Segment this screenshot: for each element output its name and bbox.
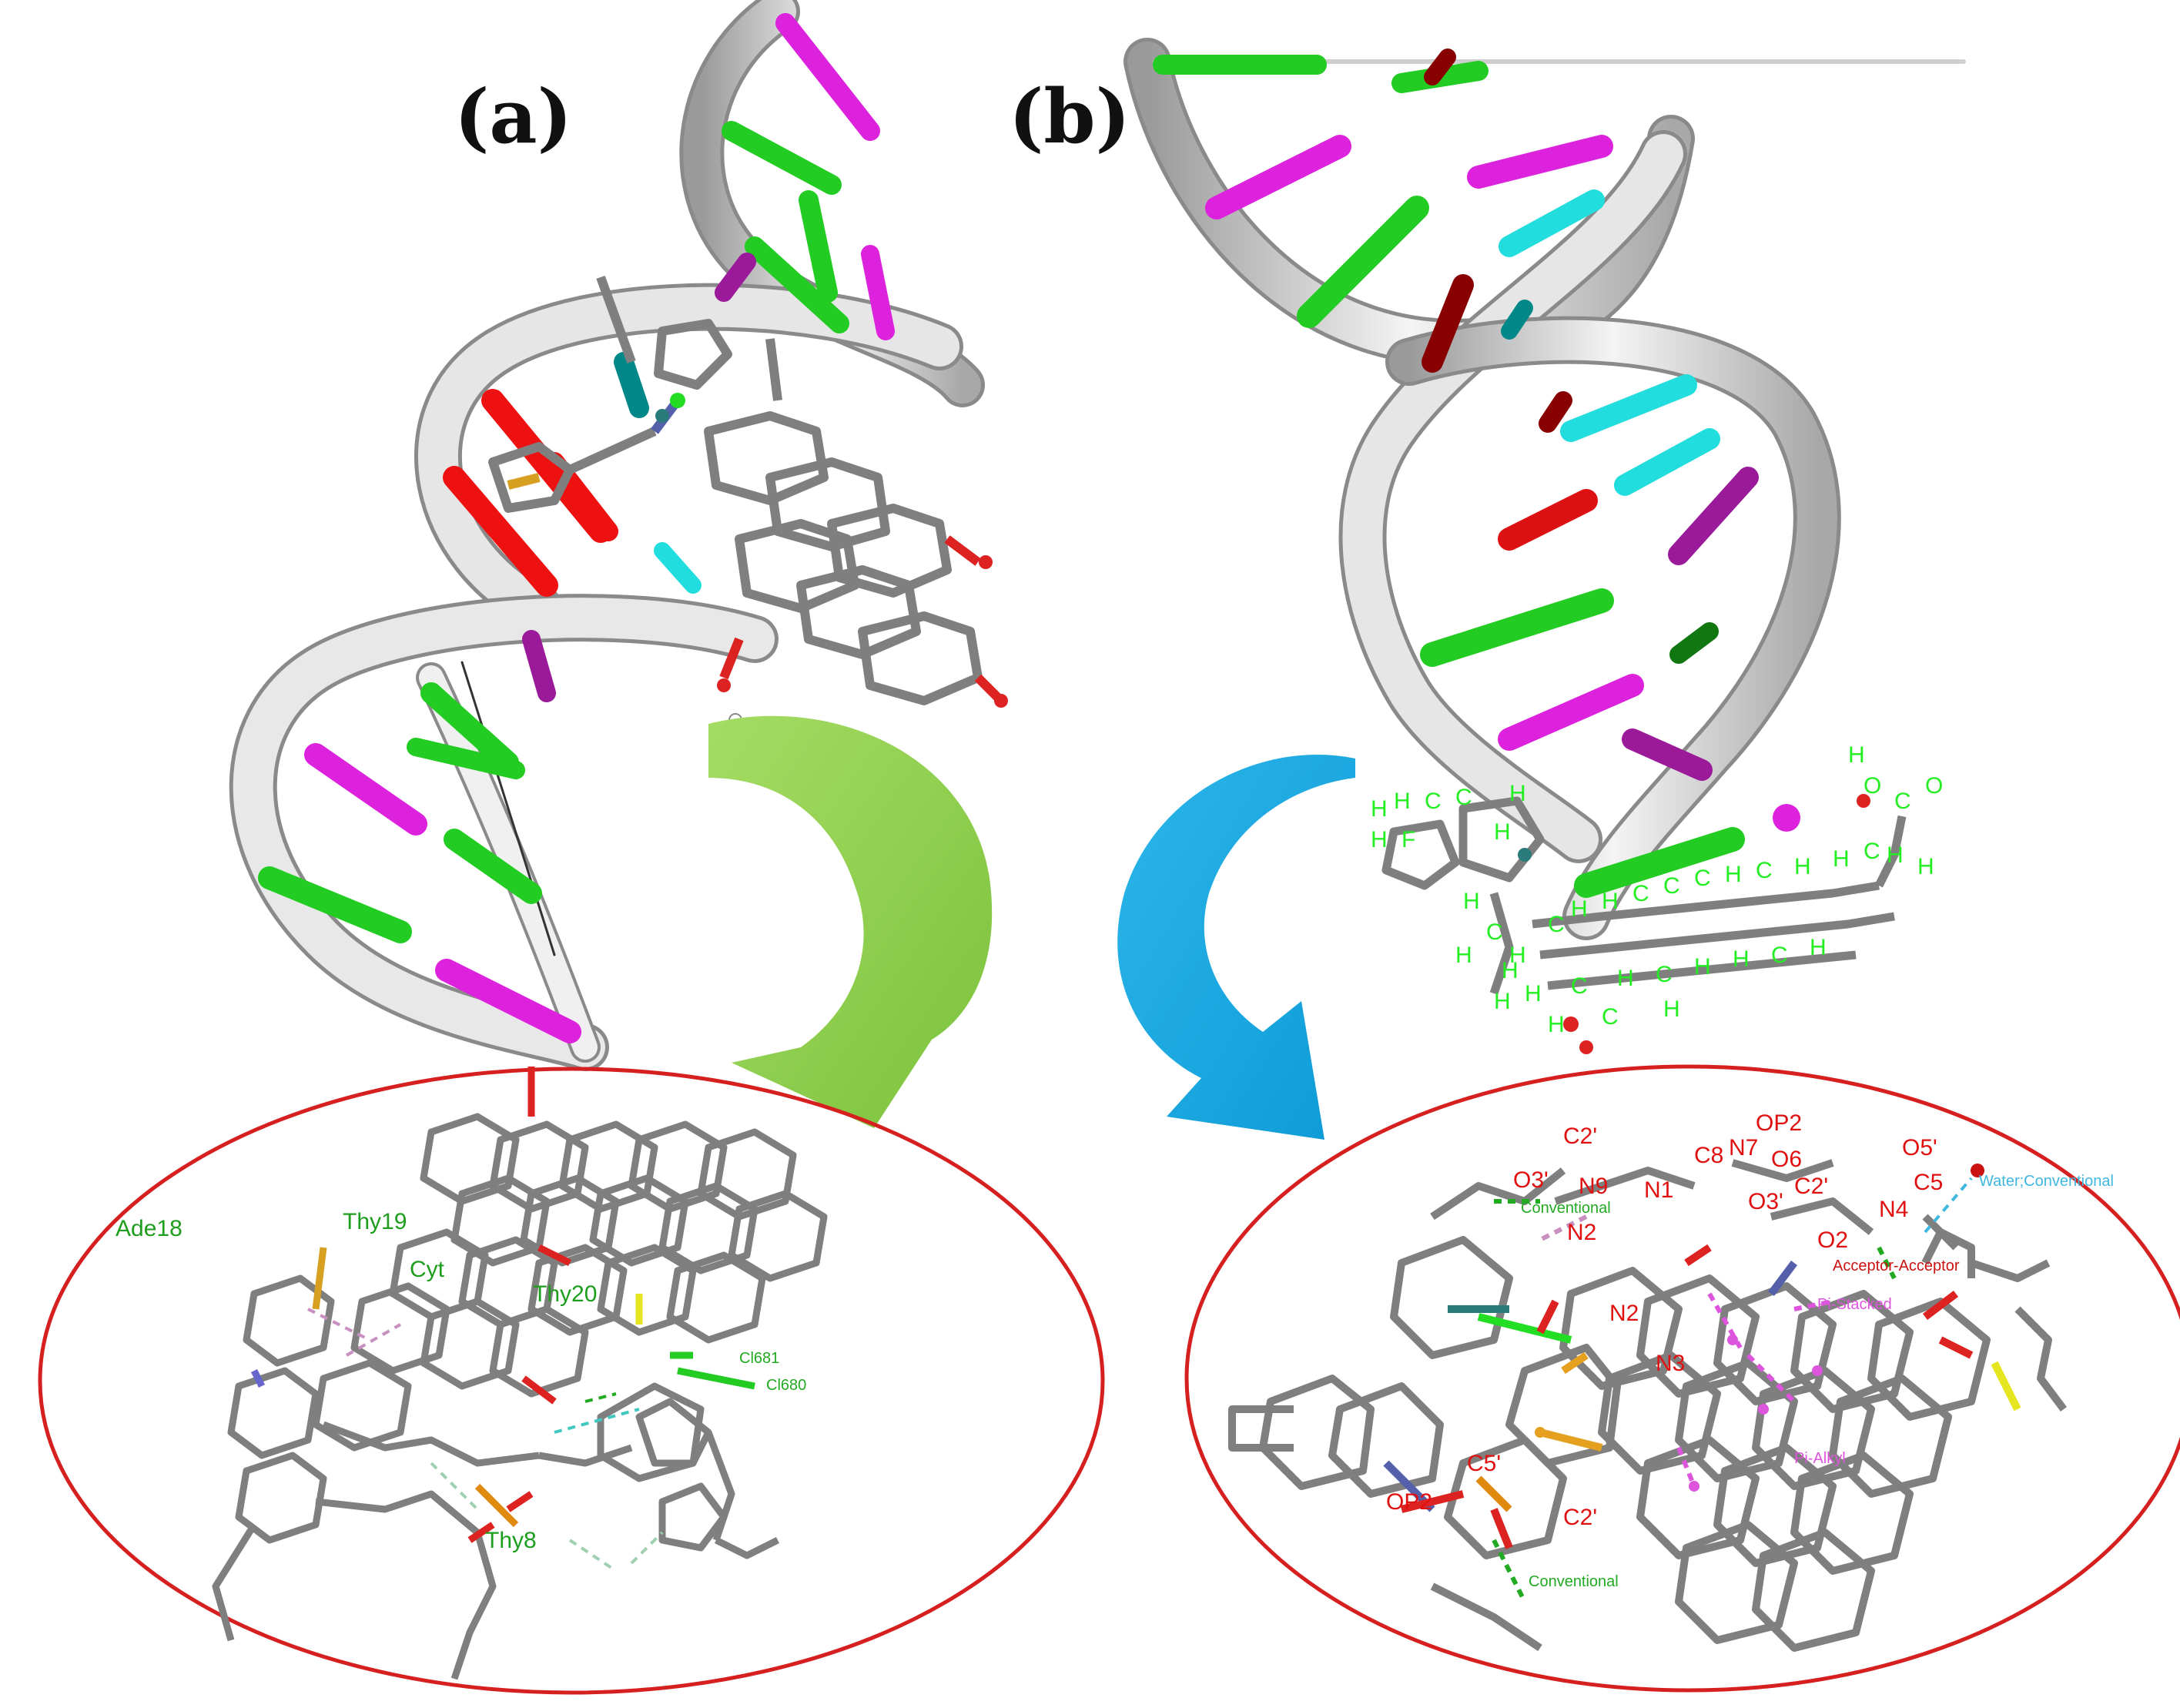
dna-bases-a bbox=[258, 13, 895, 1043]
atom-label-b-6: N9 bbox=[1579, 1174, 1608, 1199]
svg-text:O: O bbox=[1925, 773, 1943, 799]
svg-text:C: C bbox=[1602, 1004, 1619, 1030]
zoom-ellipse-a bbox=[38, 1067, 1105, 1695]
svg-text:H: H bbox=[1525, 981, 1542, 1006]
svg-text:H: H bbox=[1494, 989, 1511, 1014]
svg-text:H: H bbox=[1810, 935, 1827, 960]
residue-label-a-1: Thy19 bbox=[343, 1209, 407, 1234]
svg-text:H: H bbox=[1663, 996, 1680, 1022]
zoom-structure-b bbox=[1228, 1159, 2067, 1652]
atom-label-b-9: O3' bbox=[1748, 1189, 1783, 1214]
svg-text:H: H bbox=[1548, 1012, 1565, 1037]
svg-text:H: H bbox=[1571, 896, 1588, 922]
interaction-label-b-4: Pi-Alkyl bbox=[1794, 1450, 1846, 1467]
atom-label-b-18: OP2 bbox=[1386, 1489, 1432, 1515]
svg-text:H: H bbox=[1371, 827, 1388, 852]
residue-label-a-5: Cl680 bbox=[766, 1377, 806, 1394]
interaction-label-b-0: Water;Conventional bbox=[1979, 1173, 2114, 1190]
svg-text:F: F bbox=[1401, 827, 1415, 852]
atom-label-b-8: C2' bbox=[1794, 1174, 1828, 1199]
atom-label-b-11: C5 bbox=[1914, 1170, 1943, 1195]
interaction-label-b-2: Acceptor-Acceptor bbox=[1833, 1258, 1960, 1274]
residue-label-a-6: Thy8 bbox=[485, 1528, 537, 1553]
zoom-interactions-a bbox=[307, 1308, 664, 1572]
ligand-atoms-a bbox=[655, 393, 1008, 727]
interaction-label-b-3: Pi-Stacked bbox=[1817, 1296, 1892, 1313]
atom-label-b-14: O2 bbox=[1817, 1227, 1848, 1253]
atom-label-b-0: OP2 bbox=[1756, 1110, 1802, 1136]
panel-a: (a) bbox=[38, 0, 1105, 1695]
svg-text:H: H bbox=[1509, 781, 1526, 806]
atom-label-b-7: N1 bbox=[1644, 1177, 1673, 1203]
atom-label-b-3: C2' bbox=[1563, 1124, 1597, 1149]
residue-label-a-2: Cyt bbox=[410, 1257, 445, 1282]
svg-text:C: C bbox=[1771, 943, 1788, 968]
atom-label-b-17: C5' bbox=[1467, 1451, 1501, 1476]
svg-text:H: H bbox=[1833, 846, 1850, 872]
atom-label-b-4: C8 bbox=[1694, 1143, 1723, 1168]
interaction-label-b-5: Conventional bbox=[1529, 1573, 1619, 1590]
svg-text:H: H bbox=[1494, 819, 1511, 845]
panel-b-label: (b) bbox=[1009, 73, 1130, 160]
svg-text:C: C bbox=[1864, 839, 1880, 864]
atom-label-b-19: C2' bbox=[1563, 1505, 1597, 1530]
svg-text:C: C bbox=[1694, 866, 1711, 891]
atom-label-b-10: O5' bbox=[1902, 1135, 1937, 1160]
svg-text:H: H bbox=[1371, 796, 1388, 822]
svg-text:C: C bbox=[1756, 858, 1773, 883]
svg-text:H: H bbox=[1725, 862, 1742, 887]
dna-ribbon-a bbox=[229, 0, 985, 1071]
atom-label-b-5: O3' bbox=[1513, 1167, 1549, 1193]
svg-text:H: H bbox=[1463, 889, 1480, 914]
svg-text:H: H bbox=[1617, 966, 1634, 991]
svg-text:O: O bbox=[1864, 773, 1881, 799]
svg-text:H: H bbox=[1887, 842, 1904, 868]
zoom-accents-b bbox=[1383, 1244, 2021, 1549]
svg-text:C: C bbox=[1632, 881, 1649, 906]
green-arrow bbox=[708, 715, 993, 1128]
zoom-ellipse-b bbox=[1184, 1064, 2180, 1693]
zoom-structure-a bbox=[212, 1113, 828, 1680]
atom-label-b-15: N2 bbox=[1609, 1301, 1639, 1326]
ligand-atoms-b bbox=[1518, 794, 1870, 1054]
svg-text:H: H bbox=[1794, 854, 1811, 879]
svg-text:H: H bbox=[1694, 954, 1711, 980]
svg-text:C: C bbox=[1894, 789, 1911, 814]
atom-label-b-2: O6 bbox=[1771, 1147, 1802, 1172]
atom-label-b-12: N4 bbox=[1879, 1197, 1908, 1222]
panel-b: (b) bbox=[1009, 38, 2180, 1693]
atom-label-b-16: N3 bbox=[1656, 1351, 1685, 1376]
svg-text:H: H bbox=[1602, 889, 1619, 914]
zoom-interactions-b bbox=[1492, 1177, 1973, 1603]
dna-bases-b bbox=[1153, 49, 1800, 898]
svg-text:C: C bbox=[1548, 912, 1565, 937]
svg-text:H: H bbox=[1455, 943, 1472, 968]
svg-text:H: H bbox=[1733, 946, 1750, 972]
svg-text:H: H bbox=[1394, 789, 1411, 814]
zoom-accents-a bbox=[250, 1067, 755, 1543]
interaction-label-b-1: Conventional bbox=[1521, 1200, 1611, 1217]
svg-text:C: C bbox=[1656, 962, 1673, 987]
svg-text:C: C bbox=[1425, 789, 1442, 814]
svg-text:C: C bbox=[1455, 785, 1472, 810]
panel-a-label: (a) bbox=[454, 73, 572, 160]
svg-text:H: H bbox=[1509, 943, 1526, 968]
svg-text:C: C bbox=[1486, 919, 1503, 945]
svg-text:C: C bbox=[1663, 873, 1680, 899]
blue-arrow bbox=[1117, 754, 1355, 1140]
ligand-molecule-b bbox=[1381, 796, 1907, 995]
zoom-atoms-b bbox=[1535, 1164, 1984, 1492]
svg-text:C: C bbox=[1571, 973, 1588, 999]
atom-label-b-13: N2 bbox=[1567, 1220, 1596, 1245]
residue-label-a-3: Thy20 bbox=[533, 1281, 597, 1307]
svg-text:H: H bbox=[1502, 958, 1519, 983]
svg-text:H: H bbox=[1848, 742, 1865, 768]
residue-label-a-0: Ade18 bbox=[116, 1216, 183, 1241]
svg-text:H: H bbox=[1917, 854, 1934, 879]
residue-label-a-4: Cl681 bbox=[739, 1350, 779, 1367]
atom-label-b-1: N7 bbox=[1729, 1135, 1758, 1160]
